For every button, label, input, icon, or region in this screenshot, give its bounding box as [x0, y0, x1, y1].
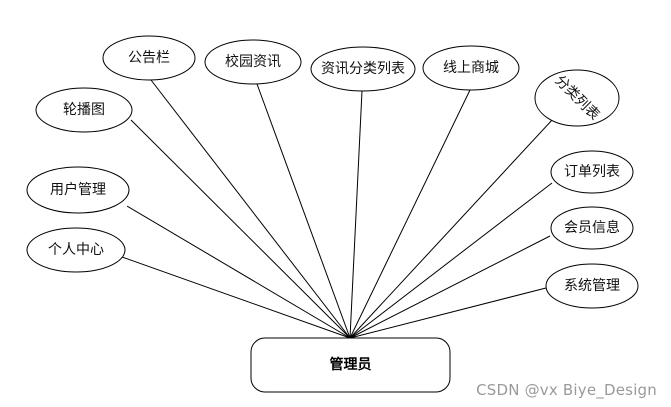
- node-label: 公告栏: [128, 50, 170, 66]
- node-category-list: 分类列表: [534, 69, 620, 127]
- edge-personal-center: [121, 256, 351, 339]
- connection-lines: [121, 79, 554, 339]
- node-ellipse: [310, 46, 416, 92]
- node-ellipse: [35, 87, 133, 133]
- node-label: 会员信息: [564, 219, 620, 236]
- center-box: [250, 337, 451, 393]
- edge-user-management: [126, 205, 351, 339]
- node-personal-center: 个人中心: [26, 227, 126, 273]
- edge-member-info: [349, 235, 551, 339]
- node-ellipse: [545, 263, 639, 309]
- edge-order-list: [349, 182, 553, 339]
- node-ellipse: [204, 39, 302, 85]
- node-member-info: 会员信息: [550, 206, 634, 250]
- node-ellipse: [422, 45, 520, 91]
- node-system-management: 系统管理: [545, 263, 639, 309]
- node-carousel: 轮播图: [35, 87, 133, 133]
- node-campus-news: 校园资讯: [204, 39, 302, 85]
- edge-category-list: [349, 118, 554, 339]
- node-ellipse: [26, 166, 130, 214]
- node-label: 校园资讯: [225, 53, 281, 70]
- node-ellipse: [550, 150, 634, 194]
- watermark: CSDN @vx Biye_Design: [476, 381, 657, 399]
- node-ellipse: [534, 69, 620, 127]
- edge-carousel: [130, 119, 351, 339]
- center-label: 管理员: [330, 356, 372, 373]
- node-label: 订单列表: [564, 164, 620, 180]
- edge-online-mall: [349, 89, 471, 339]
- node-label: 资讯分类列表: [321, 61, 405, 77]
- edge-system-management: [349, 287, 547, 339]
- node-announcement: 公告栏: [102, 35, 196, 81]
- edge-news-category-list: [349, 90, 363, 339]
- edge-announcement: [150, 79, 351, 339]
- node-label: 轮播图: [63, 102, 105, 118]
- node-label: 个人中心: [48, 242, 104, 258]
- node-order-list: 订单列表: [550, 150, 634, 194]
- node-ellipse: [102, 35, 196, 81]
- edge-campus-news: [256, 83, 351, 339]
- node-label: 用户管理: [50, 181, 106, 198]
- node-ellipse: [26, 227, 126, 273]
- node-online-mall: 线上商城: [422, 45, 520, 91]
- node-news-category-list: 资讯分类列表: [310, 46, 416, 92]
- center-node: 管理员: [250, 337, 451, 393]
- node-ellipse: [550, 206, 634, 250]
- node-label: 系统管理: [564, 278, 620, 294]
- node-user-management: 用户管理: [26, 166, 130, 214]
- node-label: 线上商城: [443, 60, 499, 76]
